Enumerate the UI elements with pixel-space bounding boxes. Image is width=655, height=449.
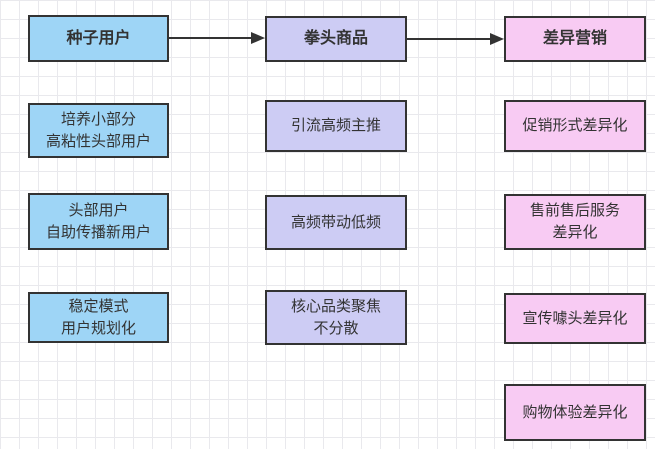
node-differentiated-marketing-item-1[interactable]: 促销形式差异化 — [504, 100, 646, 152]
node-flagship-products-header[interactable]: 拳头商品 — [265, 16, 407, 62]
node-seed-users-item-3[interactable]: 稳定模式 用户规划化 — [28, 292, 169, 343]
arrow-head-icon — [490, 33, 504, 45]
node-seed-users-item-1[interactable]: 培养小部分 高粘性头部用户 — [28, 103, 169, 158]
arrow-line — [407, 38, 492, 40]
node-seed-users-item-2[interactable]: 头部用户 自助传播新用户 — [28, 193, 169, 250]
node-flagship-products-item-2[interactable]: 高频带动低频 — [265, 195, 407, 250]
node-flagship-products-item-1[interactable]: 引流高频主推 — [265, 100, 407, 152]
node-differentiated-marketing-item-2[interactable]: 售前售后服务 差异化 — [504, 194, 646, 250]
arrow-line — [169, 37, 253, 39]
node-differentiated-marketing-item-3[interactable]: 宣传噱头差异化 — [504, 293, 646, 344]
node-differentiated-marketing-header[interactable]: 差异营销 — [504, 16, 646, 62]
arrow-head-icon — [251, 32, 265, 44]
node-seed-users-header[interactable]: 种子用户 — [28, 15, 169, 62]
node-flagship-products-item-3[interactable]: 核心品类聚焦 不分散 — [265, 290, 407, 345]
node-differentiated-marketing-item-4[interactable]: 购物体验差异化 — [504, 384, 646, 441]
